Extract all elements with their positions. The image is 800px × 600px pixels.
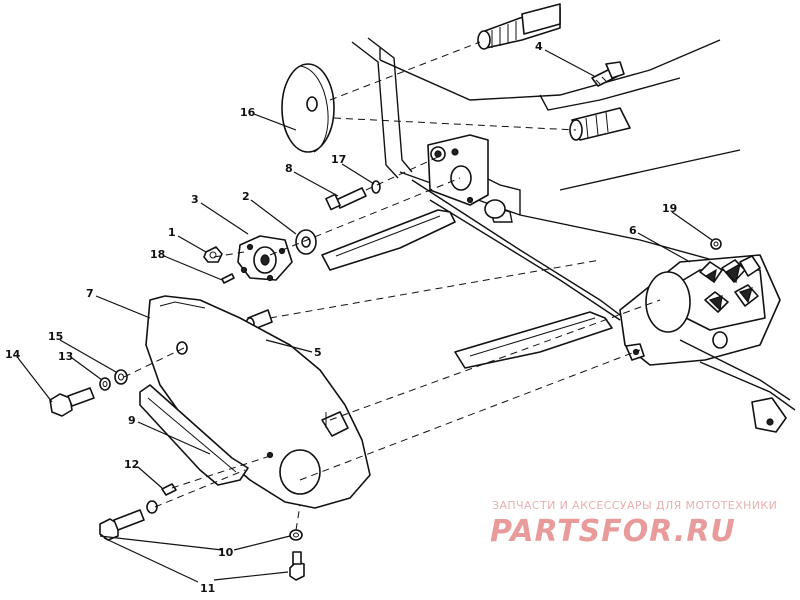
part-7-chain-guard	[145, 295, 371, 509]
callout-labels: 1 2 3 4 5 6 7 8 9 10 11 12 14 13 15 16 1…	[5, 40, 677, 595]
leader-lines	[17, 49, 713, 583]
callout-3: 3	[191, 193, 199, 206]
callout-19: 19	[662, 202, 677, 215]
callout-12: 12	[124, 458, 139, 471]
part-2-bushing	[295, 229, 317, 255]
callout-8: 8	[285, 162, 293, 175]
footrest-upper	[321, 209, 456, 271]
part-10-washer-left	[146, 500, 158, 514]
part-9-plate	[139, 384, 249, 486]
callout-6: 6	[629, 224, 637, 237]
callout-10: 10	[218, 546, 234, 559]
footrest-lower	[454, 311, 613, 369]
callout-4: 4	[535, 40, 543, 53]
part-12-pin	[161, 483, 177, 496]
callout-17: 17	[331, 153, 346, 166]
callout-18: 18	[150, 248, 165, 261]
callout-1: 1	[168, 226, 176, 239]
rear-bracket-assembly	[619, 254, 796, 433]
watermark-logo: PARTSFOR.RU	[490, 514, 736, 549]
watermark-tagline: ЗАПЧАСТИ И АКСЕССУАРЫ ДЛЯ МОТОТЕХНИКИ	[492, 499, 778, 512]
callout-2: 2	[242, 190, 250, 203]
callout-5: 5	[314, 346, 322, 359]
part-3-flange	[237, 235, 293, 282]
part-1-nut	[203, 246, 223, 263]
part-11-bolt-left	[99, 509, 145, 541]
part-16-disc	[281, 63, 335, 153]
callout-13: 13	[58, 350, 73, 363]
part-19-nut	[710, 238, 722, 250]
part-11-bolt-right	[289, 551, 305, 581]
part-10-washer-right	[289, 529, 303, 541]
assembly-axis-lines	[123, 41, 661, 531]
lower-spline-shaft	[569, 107, 631, 141]
part-4-bolt	[591, 61, 625, 87]
callout-9: 9	[128, 414, 136, 427]
part-18-pin	[221, 273, 235, 284]
upper-spline-shaft	[477, 3, 561, 50]
part-13-lockwasher	[99, 377, 111, 391]
callout-16: 16	[240, 106, 256, 119]
callout-11: 11	[200, 582, 215, 595]
part-8-bolt	[325, 187, 367, 211]
part-15-washer	[114, 369, 128, 385]
part-14-bolt	[49, 387, 95, 417]
callout-14: 14	[5, 348, 21, 361]
callout-7: 7	[86, 287, 94, 300]
callout-15: 15	[48, 330, 63, 343]
